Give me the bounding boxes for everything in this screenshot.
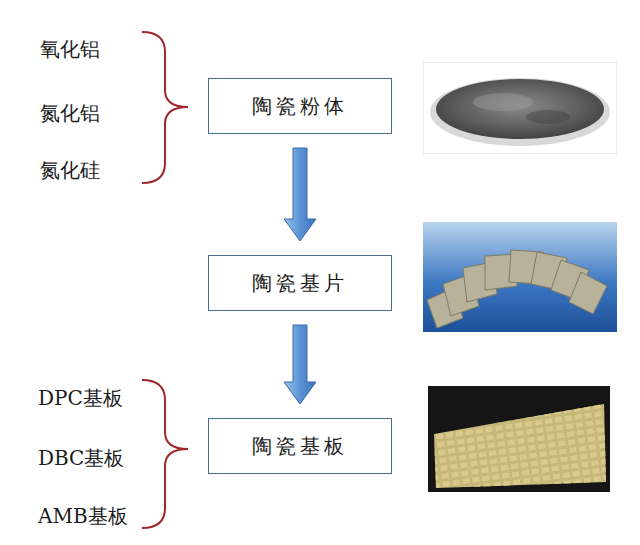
material-label: 氧化铝 [40, 36, 100, 63]
process-box: 陶瓷基板 [208, 418, 392, 474]
process-box: 陶瓷基片 [208, 255, 392, 311]
powder-photo [423, 62, 617, 154]
material-label: DBC基板 [38, 445, 124, 472]
ceramic-sheet-photo [423, 222, 617, 332]
substrate-photo [428, 386, 610, 492]
material-label: 氮化铝 [40, 100, 100, 127]
bracket [142, 32, 188, 183]
box-label: 陶瓷粉体 [252, 93, 348, 120]
material-label: DPC基板 [38, 385, 123, 412]
bracket [142, 380, 188, 528]
box-label: 陶瓷基片 [252, 270, 348, 297]
material-label: AMB基板 [38, 503, 128, 530]
box-label: 陶瓷基板 [252, 433, 348, 460]
block-arrow [284, 325, 316, 404]
block-arrow [284, 148, 316, 241]
process-box: 陶瓷粉体 [208, 78, 392, 134]
material-label: 氮化硅 [40, 157, 100, 184]
